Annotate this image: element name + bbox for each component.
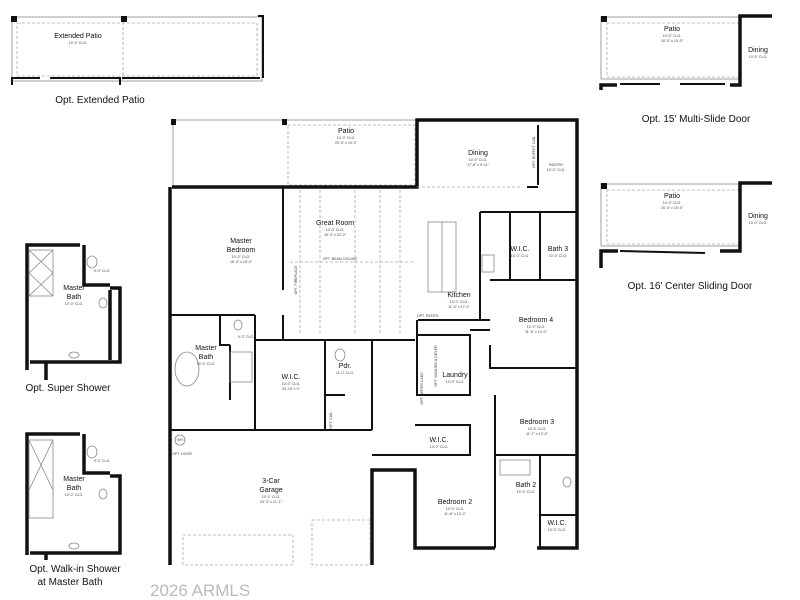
ceiling-label: 10'-0" CLG. (69, 41, 88, 45)
size-label: 20'-0" x 10'-0" (661, 39, 684, 43)
ceiling-label: 10'-0" CLG. (65, 302, 84, 306)
note-label: OPT. DOOR (172, 452, 192, 456)
size-label: 11'-8" x 13'-4" (444, 512, 467, 516)
room-label: W.I.C. (429, 437, 448, 444)
ceiling-label: 10'-0" CLG. (527, 325, 546, 329)
note-label: OPT. CAB. (329, 411, 333, 428)
ceiling-label: 10'-0" CLG. (749, 221, 768, 225)
ceiling-label: 10'-0" CLG. (663, 34, 682, 38)
room-label: Bath (67, 485, 82, 492)
caption-walkin-shower: Opt. Walk-in Shower (29, 564, 121, 575)
room-label: PANTRY (549, 163, 564, 167)
room-label: W.I.C. (547, 520, 566, 527)
opt-super-shower: Master Bath 10'-0" CLG. 9'-0" CLG. Opt. … (25, 243, 122, 394)
size-label: 11'-7" x 13'-0" (526, 432, 549, 436)
note-label: OPT. FIREPLACE (294, 265, 298, 295)
ceiling-label: 10'-0" CLG. (547, 168, 566, 172)
room-label: Bath 2 (516, 482, 536, 489)
room-label: Bedroom 4 (519, 317, 553, 324)
ceiling-label: 10'-0" CLG. (511, 254, 530, 258)
caption-center-sliding: Opt. 16' Center Sliding Door (628, 281, 753, 292)
ceiling-label: 10'-0" CLG. (232, 255, 251, 259)
caption-walkin-shower-2: at Master Bath (37, 577, 102, 588)
size-label: 33'-10" L.F. (282, 387, 300, 391)
room-label: Patio (664, 26, 680, 33)
room-label: Kitchen (447, 292, 470, 299)
ceiling-label: 10'-0" CLG. (528, 427, 547, 431)
ceiling-label: 10'-0" CLG. (326, 228, 345, 232)
size-label: 19'-3" x 22'-0" (324, 233, 347, 237)
note-label: OPT. REFER. (417, 314, 439, 318)
room-label: Patio (664, 193, 680, 200)
caption-extended-patio: Opt. Extended Patio (55, 95, 145, 106)
note-label: OPT. BEAM CEILING (323, 257, 358, 261)
room-label: W.I.C. (281, 374, 300, 381)
room-label: Patio (338, 128, 354, 135)
ceiling-label: 10'-0" CLG. (430, 445, 449, 449)
room-label: Master (63, 476, 85, 483)
room-label: Dining (468, 150, 488, 157)
ceiling-label: 10'-0" CLG. (197, 362, 216, 366)
opt-center-sliding-door: Patio 10'-0" CLG. 20'-0" x 10'-0" Dining… (599, 181, 772, 292)
caption-multi-slide: Opt. 15' Multi-Slide Door (642, 114, 751, 125)
room-label: Master (230, 238, 252, 245)
ceiling-label: 10'-0" CLG. (65, 493, 84, 497)
size-label: 17'-8" x 9'-11" (467, 163, 490, 167)
note-label: OPT. WASHER & DRYER (434, 345, 438, 387)
size-label: 20'-0" x 10'-0" (335, 141, 358, 145)
ceiling-label: 10'-0" CLG. (282, 382, 301, 386)
opt-extended-patio: Extended Patio 10'-0" CLG. Opt. Extended… (11, 15, 264, 106)
size-label: 20'-0" x 10'-0" (661, 206, 684, 210)
note-label: OPT. BUFFET CAB. (532, 136, 536, 168)
ceiling-label: 10'-0" CLG. (446, 380, 465, 384)
room-label: Laundry (442, 372, 468, 379)
room-label: W.I.C. (510, 246, 529, 253)
ceiling-label: 9'-0" CLG. (94, 459, 111, 463)
ceiling-label: 10'-0" CLG. (548, 528, 567, 532)
ceiling-label: 10'-0" CLG. (446, 507, 465, 511)
caption-super-shower: Opt. Super Shower (25, 383, 111, 394)
room-label: Bath (67, 294, 82, 301)
room-label: Master (195, 345, 217, 352)
ceiling-label: 9'-0" CLG. (238, 335, 255, 339)
size-label: 11'-0" x 17'-0" (448, 305, 471, 309)
room-label: Master (63, 285, 85, 292)
room-label: Bath (199, 354, 214, 361)
room-label: Pdr. (339, 363, 352, 370)
room-label: Extended Patio (54, 33, 102, 40)
room-label: 3-Car (262, 478, 280, 485)
size-label: 16'-0" x 18'-0" (230, 260, 253, 264)
note-label: OPT. UPPER CABS. (420, 371, 424, 404)
room-label: Bedroom (227, 247, 256, 254)
room-label: Bath 3 (548, 246, 568, 253)
ceiling-label: 9'-0" CLG. (94, 269, 111, 273)
ceiling-label: 11'-0" CLG. (336, 371, 354, 375)
opt-walkin-shower: Master Bath 10'-0" CLG. 9'-0" CLG. Opt. … (25, 432, 122, 588)
room-label: Dining (748, 213, 768, 220)
size-label: 11'-6" x 13'-0" (525, 330, 548, 334)
room-label: Dining (748, 47, 768, 54)
water-heater-label: WH (177, 438, 183, 442)
main-floor-plan: WH OPT. DOOR Patio 10'-0" CLG. 20'-0" x … (168, 118, 579, 566)
opt-multi-slide-door: Patio 10'-0" CLG. 20'-0" x 10'-0" Dining… (599, 14, 772, 125)
room-label: Garage (259, 487, 282, 494)
ceiling-label: 10'-0" CLG. (337, 136, 356, 140)
size-label: 29'-3" x 21'-1" (260, 500, 283, 504)
ceiling-label: 10'-0" CLG. (517, 490, 536, 494)
watermark: 2026 ARMLS (150, 581, 250, 600)
ceiling-label: 10'-0" CLG. (450, 300, 469, 304)
room-label: Great Room (316, 220, 354, 227)
ceiling-label: 10'-0" CLG. (663, 201, 682, 205)
room-label: Bedroom 2 (438, 499, 472, 506)
ceiling-label: 10'-0" CLG. (469, 158, 488, 162)
room-label: Bedroom 3 (520, 419, 554, 426)
ceiling-label: 10'-0" CLG. (749, 55, 768, 59)
ceiling-label: 10'-0" CLG. (262, 495, 281, 499)
ceiling-label: 10'-0" CLG. (549, 254, 568, 258)
